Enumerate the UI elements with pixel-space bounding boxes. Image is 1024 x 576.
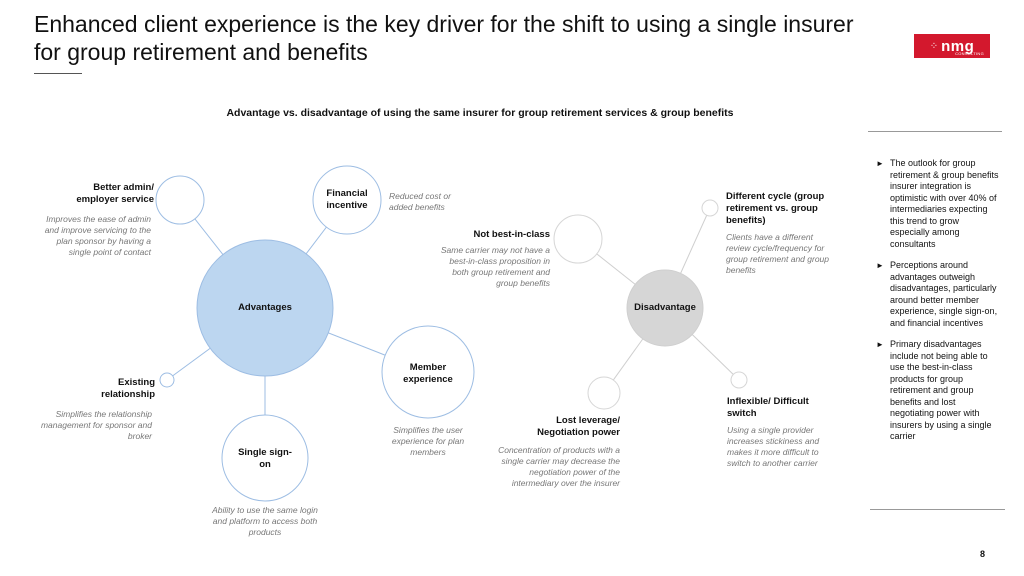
better-admin-desc: Improves the ease of admin and improve s… xyxy=(44,214,151,257)
existing-relationship-label: Existing relationship xyxy=(101,377,155,400)
key-takeaways-list: ► The outlook for group retirement & grou… xyxy=(876,158,1000,453)
lost-leverage-label: Lost leverage/ Negotiation power xyxy=(537,415,620,438)
logo-text: nmg xyxy=(941,37,975,55)
member-experience-desc: Simplifies the user experience for plan … xyxy=(391,425,465,457)
best-in-class-node xyxy=(553,214,603,264)
financial-incentive-node xyxy=(312,165,382,235)
disadvantage-center-node xyxy=(626,269,704,347)
single-sign-on-label: Single sign-on xyxy=(238,447,292,470)
logo-dots-icon: ⁘ xyxy=(929,40,939,52)
advantages-center-node xyxy=(196,239,334,377)
cycle-desc: Clients have a different review cycle/fr… xyxy=(726,232,830,275)
inflexible-label: Inflexible/ Difficult switch xyxy=(727,396,809,419)
single-sign-on-desc: Ability to use the same login and platfo… xyxy=(212,505,318,537)
best-in-class-label: Not best-in-class xyxy=(473,229,550,240)
takeaway-text: Perceptions around advantages outweigh d… xyxy=(890,260,998,328)
diagram-subtitle: Advantage vs. disadvantage of using the … xyxy=(226,107,734,119)
cycle-node xyxy=(701,199,719,217)
best-in-class-desc: Same carrier may not have a best-in-clas… xyxy=(440,245,550,288)
better-admin-label: Better admin/ employer service xyxy=(76,182,154,205)
triangle-bullet-icon: ► xyxy=(876,340,884,349)
side-panel-top-rule xyxy=(868,131,1002,132)
member-experience-node xyxy=(381,325,475,419)
leverage-node xyxy=(587,376,621,410)
financial-incentive-desc: Reduced cost or added benefits xyxy=(389,191,451,212)
inflexible-node xyxy=(730,371,748,389)
existing-relationship-node xyxy=(159,372,175,388)
financial-incentive-label: Financial incentive xyxy=(326,188,368,211)
takeaway-text: Primary disadvantages include not being … xyxy=(890,339,992,441)
single-sign-on-node xyxy=(221,414,309,502)
takeaway-item: ► Primary disadvantages include not being… xyxy=(876,339,1000,443)
advantages-center-label: Advantages xyxy=(238,302,292,313)
better-admin-node xyxy=(155,175,205,225)
logo-subtext: CONSULTING xyxy=(955,51,984,56)
member-experience-label: Member experience xyxy=(403,362,453,385)
existing-relationship-desc: Simplifies the relationship management f… xyxy=(40,409,152,441)
title-underline xyxy=(34,73,82,74)
triangle-bullet-icon: ► xyxy=(876,159,884,168)
takeaway-item: ► The outlook for group retirement & grou… xyxy=(876,158,1000,250)
triangle-bullet-icon: ► xyxy=(876,261,884,270)
page-number: 8 xyxy=(980,549,986,559)
lost-leverage-desc: Concentration of products with a single … xyxy=(498,445,620,488)
inflexible-desc: Using a single provider increases sticki… xyxy=(727,425,820,468)
takeaway-text: The outlook for group retirement & group… xyxy=(890,158,999,249)
side-panel-bottom-rule xyxy=(870,509,1005,510)
slide-title: Enhanced client experience is the key dr… xyxy=(34,11,854,65)
nmg-logo: ⁘ nmg CONSULTING xyxy=(914,34,990,58)
takeaway-item: ► Perceptions around advantages outweigh … xyxy=(876,260,1000,329)
disadvantage-center-label: Disadvantage xyxy=(634,302,696,313)
cycle-label: Different cycle (group retirement vs. gr… xyxy=(726,191,825,226)
